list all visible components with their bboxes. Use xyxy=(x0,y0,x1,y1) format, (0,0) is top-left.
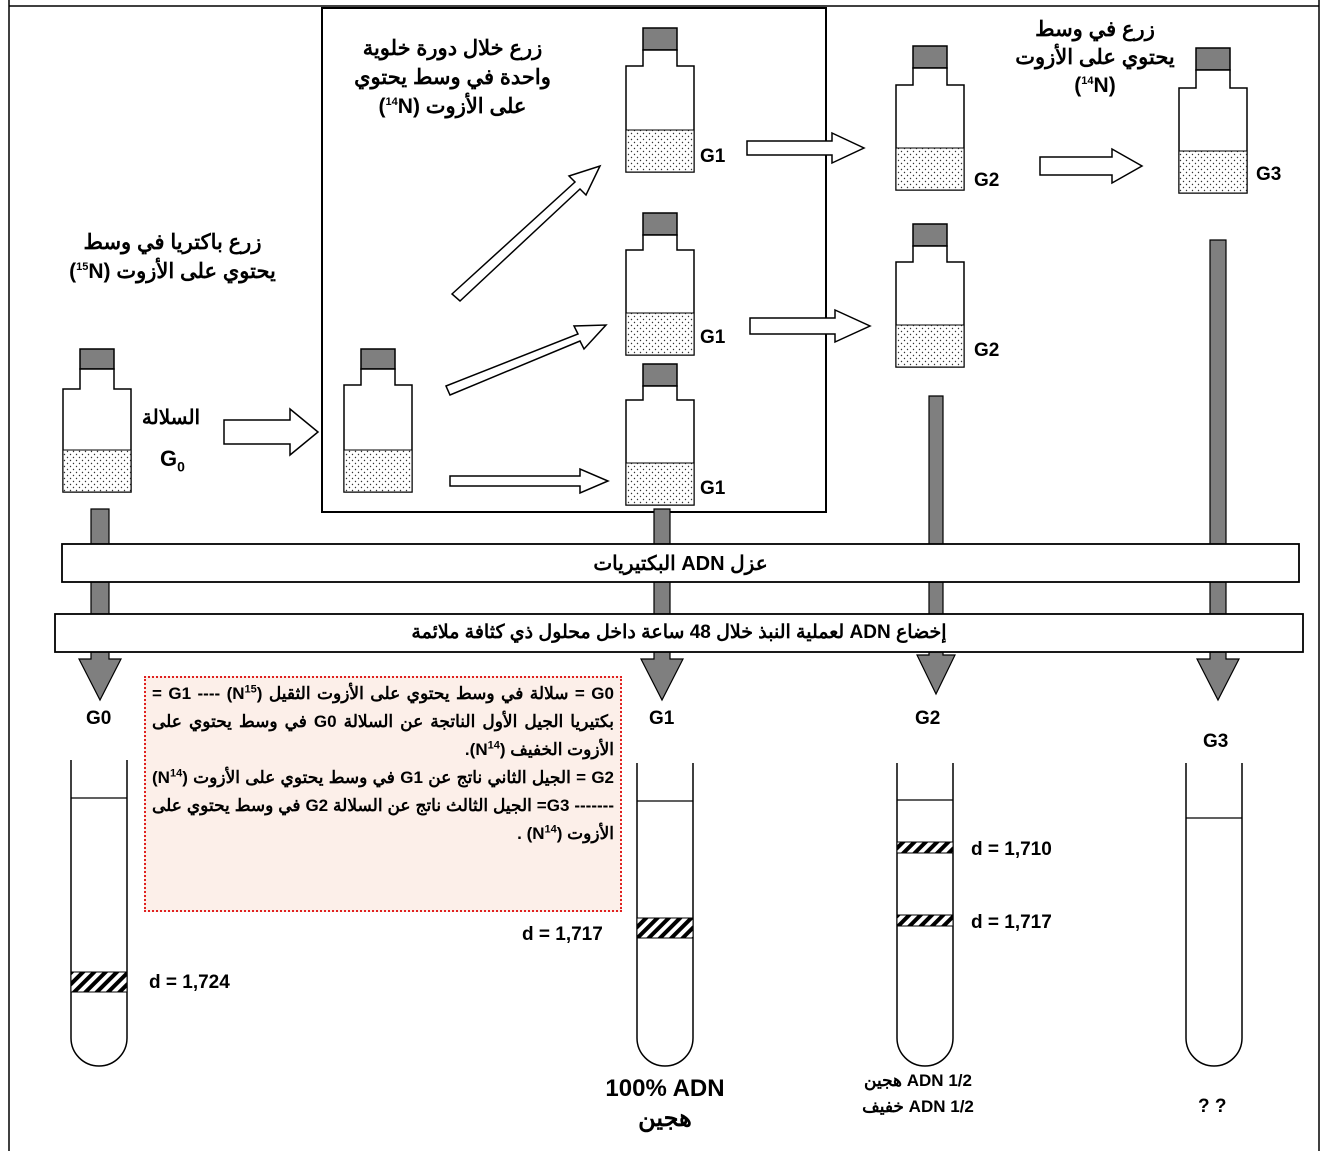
isotope-14: 14 xyxy=(1081,75,1094,87)
band-g1 xyxy=(636,917,694,939)
tube-label-g0: G0 xyxy=(86,708,112,729)
caption-one-cycle-line2: واحدة في وسط يحتوي xyxy=(354,66,551,89)
element-n: N xyxy=(88,260,104,283)
result-g1: 100% ADN هجين xyxy=(590,1074,740,1134)
bottle-cycle-start xyxy=(343,348,413,493)
tube-label-g2: G2 xyxy=(915,708,941,729)
isotope-15: 15 xyxy=(76,261,89,273)
bottle-g1-top xyxy=(625,27,695,173)
element-n: N xyxy=(1093,74,1109,97)
tube-g3 xyxy=(1185,763,1243,1067)
centrifuge-bar-label: إخضاع ADN لعملية النبذ خلال 48 ساعة داخل… xyxy=(411,622,947,643)
result-g2-line2: 1/2 ADN خفيف xyxy=(862,1097,974,1116)
g0-main: G xyxy=(160,446,178,471)
label-g3: G3 xyxy=(1256,164,1282,185)
caption-one-cycle: زرع خلال دورة خلوية واحدة في وسط يحتوي ع… xyxy=(330,34,575,121)
isolation-bar xyxy=(61,543,1300,583)
caption-second: زرع في وسط يحتوي على الأزوت (14N) xyxy=(1000,16,1190,100)
legend-paragraph-2: G2 = الجيل الثاني ناتج عن G1 في وسط يحتو… xyxy=(152,764,614,848)
caption-one-cycle-line3-text: على الأزوت xyxy=(425,95,527,118)
legend-p1-a: G0 = سلالة في وسط يحتوي على الأزوت الثقي… xyxy=(232,684,614,703)
density-g2-upper: d = 1,710 xyxy=(971,839,1052,860)
result-g2: 1/2 ADN هجين 1/2 ADN خفيف xyxy=(838,1068,998,1120)
bottle-g1-bottom xyxy=(625,363,695,506)
gray-arrow-g1 xyxy=(640,508,684,702)
strain-label: السلالة xyxy=(141,407,201,429)
centrifuge-bar xyxy=(54,613,1304,653)
one-cycle-box xyxy=(321,7,827,513)
legend-p2-iso: 14 xyxy=(169,767,183,780)
caption-start-line2-text: يحتوي على الأزوت xyxy=(116,260,276,283)
arrow-cycle-to-g1-top xyxy=(450,164,602,303)
legend-p1-c: ). xyxy=(464,740,476,759)
tube-label-g1: G1 xyxy=(649,708,675,729)
tube-g0 xyxy=(70,760,128,1067)
arrow-cycle-to-g1-bottom xyxy=(449,467,610,495)
band-g2-upper xyxy=(896,841,954,854)
tube-g2 xyxy=(896,763,954,1067)
legend-p2-c: ) . xyxy=(517,824,533,843)
g0-sub: 0 xyxy=(177,458,185,475)
isolation-bar-label: عزل ADN البكتيريات xyxy=(593,553,768,575)
element-n: N xyxy=(397,95,413,118)
tube-g1 xyxy=(636,763,694,1067)
legend-p1-b: ) ---- G1 = بكتيريا الجيل الأول الناتجة … xyxy=(152,684,614,759)
band-g2-lower xyxy=(896,914,954,927)
legend-paragraph-1: G0 = سلالة في وسط يحتوي على الأزوت الثقي… xyxy=(152,680,614,764)
arrow-g1-to-g2-bottom xyxy=(749,308,872,344)
g0-bottle-label: G0 xyxy=(160,446,185,474)
isotope-14: 14 xyxy=(385,96,398,108)
result-g3: ? ? xyxy=(1198,1096,1227,1117)
result-g1-line1: 100% ADN xyxy=(605,1075,725,1102)
density-g2-lower: d = 1,717 xyxy=(971,912,1052,933)
caption-start-line1: زرع باكتريا في وسط xyxy=(83,231,262,254)
arrow-g0-to-cycle xyxy=(223,407,320,457)
legend-p1-iso: 15 xyxy=(244,683,257,696)
label-g1-top: G1 xyxy=(700,146,726,167)
caption-second-line1: زرع في وسط xyxy=(1035,18,1155,41)
band-g0 xyxy=(70,971,128,993)
arrow-g2-to-g3 xyxy=(1039,147,1144,185)
caption-one-cycle-line1: زرع خلال دورة خلوية xyxy=(362,37,543,60)
arrow-g1-to-g2-top xyxy=(746,131,866,165)
density-g0: d = 1,724 xyxy=(149,972,230,993)
gray-arrow-g3 xyxy=(1196,239,1240,702)
legend-p2-b: ) ------- G3= الجيل الثالث ناتج عن السلا… xyxy=(152,768,614,843)
bottle-g2-bottom xyxy=(895,223,965,368)
bottle-g1-middle xyxy=(625,212,695,356)
caption-second-line2: يحتوي على الأزوت xyxy=(1015,46,1175,69)
label-g1-middle: G1 xyxy=(700,327,726,348)
legend-p1-iso2: 14 xyxy=(487,739,500,752)
bottle-g2-top xyxy=(895,45,965,191)
legend-p2-iso2: 14 xyxy=(544,823,557,836)
label-g2-top: G2 xyxy=(974,170,1000,191)
caption-start: زرع باكتريا في وسط يحتوي على الأزوت (15N… xyxy=(40,228,305,286)
result-g2-line1: 1/2 ADN هجين xyxy=(864,1071,972,1090)
legend-p2-a: G2 = الجيل الثاني ناتج عن G1 في وسط يحتو… xyxy=(157,768,615,787)
arrow-cycle-to-g1-middle xyxy=(444,324,608,396)
tube-label-g3: G3 xyxy=(1203,731,1229,752)
label-g1-bottom: G1 xyxy=(700,478,726,499)
legend-box: G0 = سلالة في وسط يحتوي على الأزوت الثقي… xyxy=(144,676,622,912)
caption-one-cycle-line3: على الأزوت (14N) xyxy=(378,95,527,118)
caption-second-line3: (14N) xyxy=(1074,74,1116,97)
result-g1-line2: هجين xyxy=(638,1105,692,1132)
density-g1: d = 1,717 xyxy=(522,924,603,945)
bottle-g3 xyxy=(1178,47,1248,194)
caption-start-line2: يحتوي على الأزوت (15N) xyxy=(69,260,276,283)
gray-arrow-g0 xyxy=(78,508,122,702)
bottle-g0 xyxy=(62,348,132,493)
label-g2-bottom: G2 xyxy=(974,340,1000,361)
